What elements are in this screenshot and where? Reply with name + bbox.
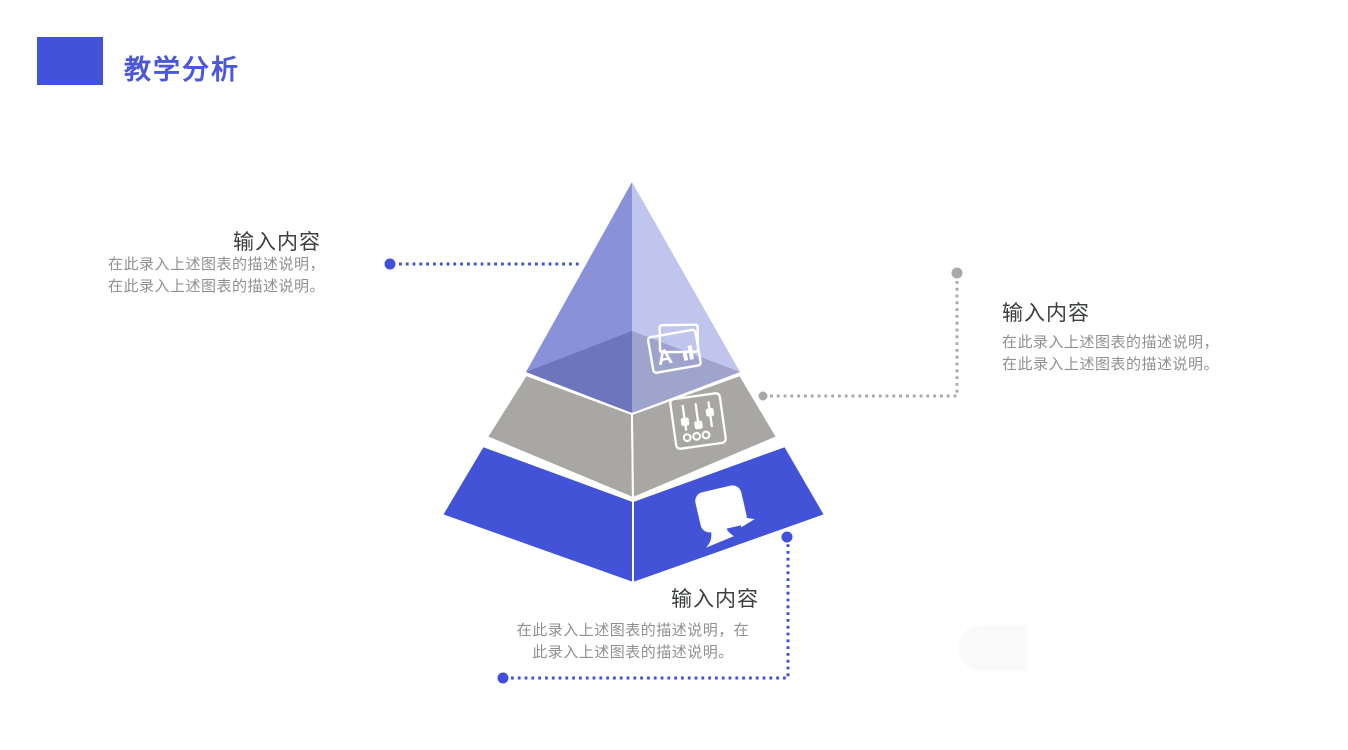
callout-left-body[interactable]: 在此录入上述图表的描述说明， 在此录入上述图表的描述说明。 — [108, 254, 358, 298]
left-connector-dot — [384, 258, 396, 270]
right-connector-dot-top — [951, 267, 963, 279]
callout-bottom-line1: 在此录入上述图表的描述说明，在 — [516, 622, 750, 639]
callout-left-line1: 在此录入上述图表的描述说明， — [108, 256, 326, 273]
pyramid-top-left-face[interactable] — [526, 182, 632, 413]
callout-right-line1: 在此录入上述图表的描述说明， — [1002, 334, 1220, 351]
pyramid-top-right-face[interactable] — [632, 182, 740, 413]
title-accent-block — [37, 37, 103, 85]
callout-bottom-heading[interactable]: 输入内容 — [671, 588, 759, 611]
slide-title[interactable]: 教学分析 — [124, 55, 240, 85]
right-connector-line — [770, 281, 959, 398]
right-connector-dot-pyramid — [758, 391, 768, 401]
callout-left-heading[interactable]: 输入内容 — [233, 231, 321, 254]
monitor-icon — [695, 485, 755, 548]
pyramid-middle-right-face[interactable] — [631, 374, 778, 499]
bottom-connector-dot-pyramid — [781, 531, 793, 543]
svg-text:A: A — [655, 345, 674, 370]
picture-frames-icon: A — [646, 323, 702, 374]
watermark-shape — [958, 625, 1028, 671]
callout-left-line2: 在此录入上述图表的描述说明。 — [108, 278, 326, 295]
callout-bottom-line2: 此录入上述图表的描述说明。 — [532, 644, 734, 661]
callout-right-heading[interactable]: 输入内容 — [1002, 302, 1090, 325]
callout-right-line2: 在此录入上述图表的描述说明。 — [1002, 356, 1220, 373]
sliders-icon — [669, 392, 727, 450]
bottom-connector-dot-left — [497, 672, 509, 684]
callout-bottom-body[interactable]: 在此录入上述图表的描述说明，在 此录入上述图表的描述说明。 — [498, 620, 768, 664]
callout-right-body[interactable]: 在此录入上述图表的描述说明， 在此录入上述图表的描述说明。 — [1002, 332, 1252, 376]
